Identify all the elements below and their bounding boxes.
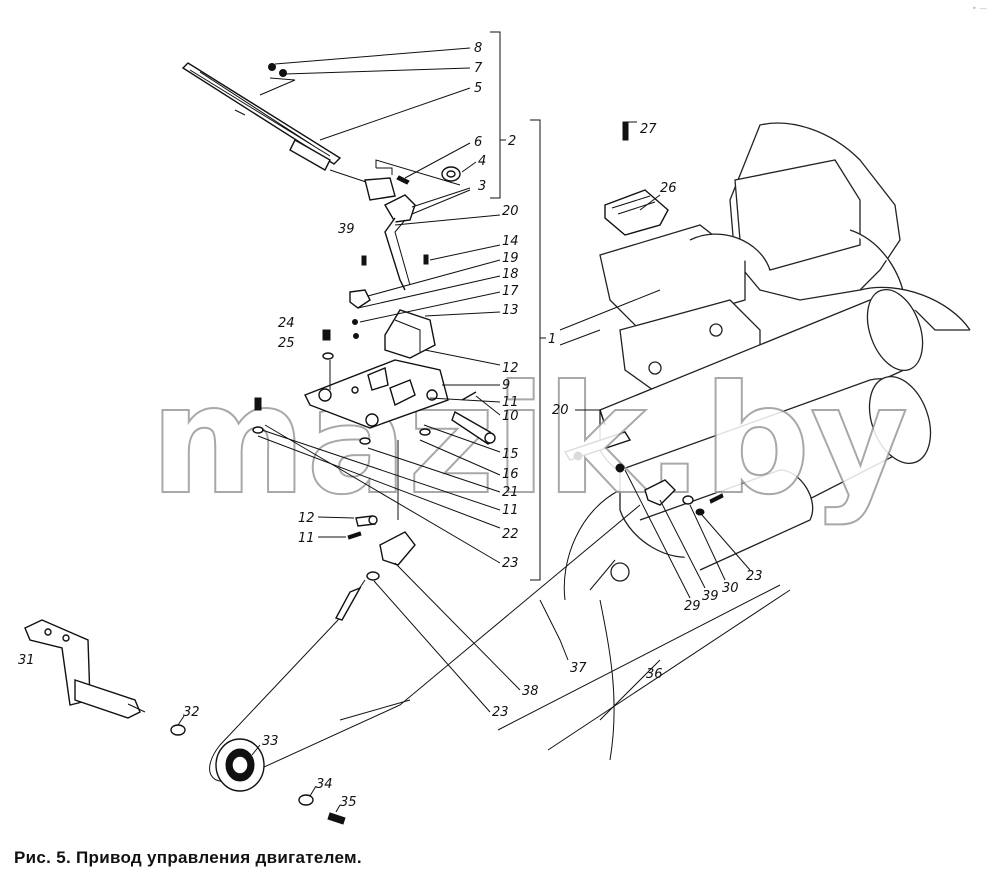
callout-23-engine: 23	[746, 569, 763, 584]
engine-illustration	[547, 122, 971, 761]
callout-17: 17	[502, 284, 519, 299]
leader-lines	[177, 31, 781, 813]
accelerator-pedal-lever	[181, 62, 342, 171]
callout-3: 3	[478, 179, 486, 194]
callout-29: 29	[684, 599, 701, 614]
callout-6: 6	[474, 135, 482, 150]
callout-14: 14	[502, 234, 519, 249]
pedal-bracket-31	[24, 619, 146, 719]
engine-bracket-26	[604, 121, 669, 236]
callout-16: 16	[502, 467, 519, 482]
callout-27: 27	[640, 122, 657, 137]
callout-24: 24	[278, 316, 295, 331]
callout-39-top: 39	[338, 222, 355, 237]
callout-37: 37	[570, 661, 587, 676]
callout-12-low: 12	[298, 511, 315, 526]
callout-1: 1	[548, 332, 556, 347]
callout-4: 4	[478, 154, 486, 169]
callout-9: 9	[502, 378, 510, 393]
callout-5: 5	[474, 81, 482, 96]
callout-34: 34	[316, 777, 333, 792]
callout-11-bottom: 11	[298, 531, 315, 546]
callout-30: 30	[722, 581, 739, 596]
callout-36: 36	[646, 667, 663, 682]
callout-11-low: 11	[502, 503, 519, 518]
callout-labels: 8 7 5 2 6 4 3 20 39 14 19 18 17 13 24 25…	[18, 41, 763, 810]
callout-7: 7	[474, 61, 483, 76]
corner-mark: • —	[972, 4, 988, 13]
callout-23-bottom: 23	[492, 705, 509, 720]
callout-23-left: 23	[502, 556, 519, 571]
callout-33: 33	[262, 734, 279, 749]
callout-19: 19	[502, 251, 519, 266]
lower-lever-assembly	[334, 515, 416, 621]
callout-38: 38	[522, 684, 539, 699]
callout-22: 22	[502, 527, 519, 542]
callout-39-engine: 39	[702, 589, 719, 604]
callout-8: 8	[474, 41, 482, 56]
callout-12-mid: 12	[502, 361, 519, 376]
engine-side-linkage	[615, 463, 724, 516]
callout-20-engine: 20	[552, 403, 569, 418]
callout-31: 31	[18, 653, 35, 668]
callout-2: 2	[508, 134, 516, 149]
callout-35: 35	[340, 795, 357, 810]
callout-11-mid: 11	[502, 395, 519, 410]
callout-15: 15	[502, 447, 519, 462]
callout-18: 18	[502, 267, 519, 282]
callout-32: 32	[183, 705, 200, 720]
pulley-assembly	[170, 724, 346, 825]
watermark-text: mazik.by	[150, 354, 908, 528]
figure-caption: Рис. 5. Привод управления двигателем.	[14, 848, 362, 867]
callout-10: 10	[502, 409, 519, 424]
callout-20-top: 20	[502, 204, 519, 219]
callout-25: 25	[278, 336, 295, 351]
callout-21: 21	[502, 485, 519, 500]
callout-13: 13	[502, 303, 519, 318]
callout-26: 26	[660, 181, 677, 196]
